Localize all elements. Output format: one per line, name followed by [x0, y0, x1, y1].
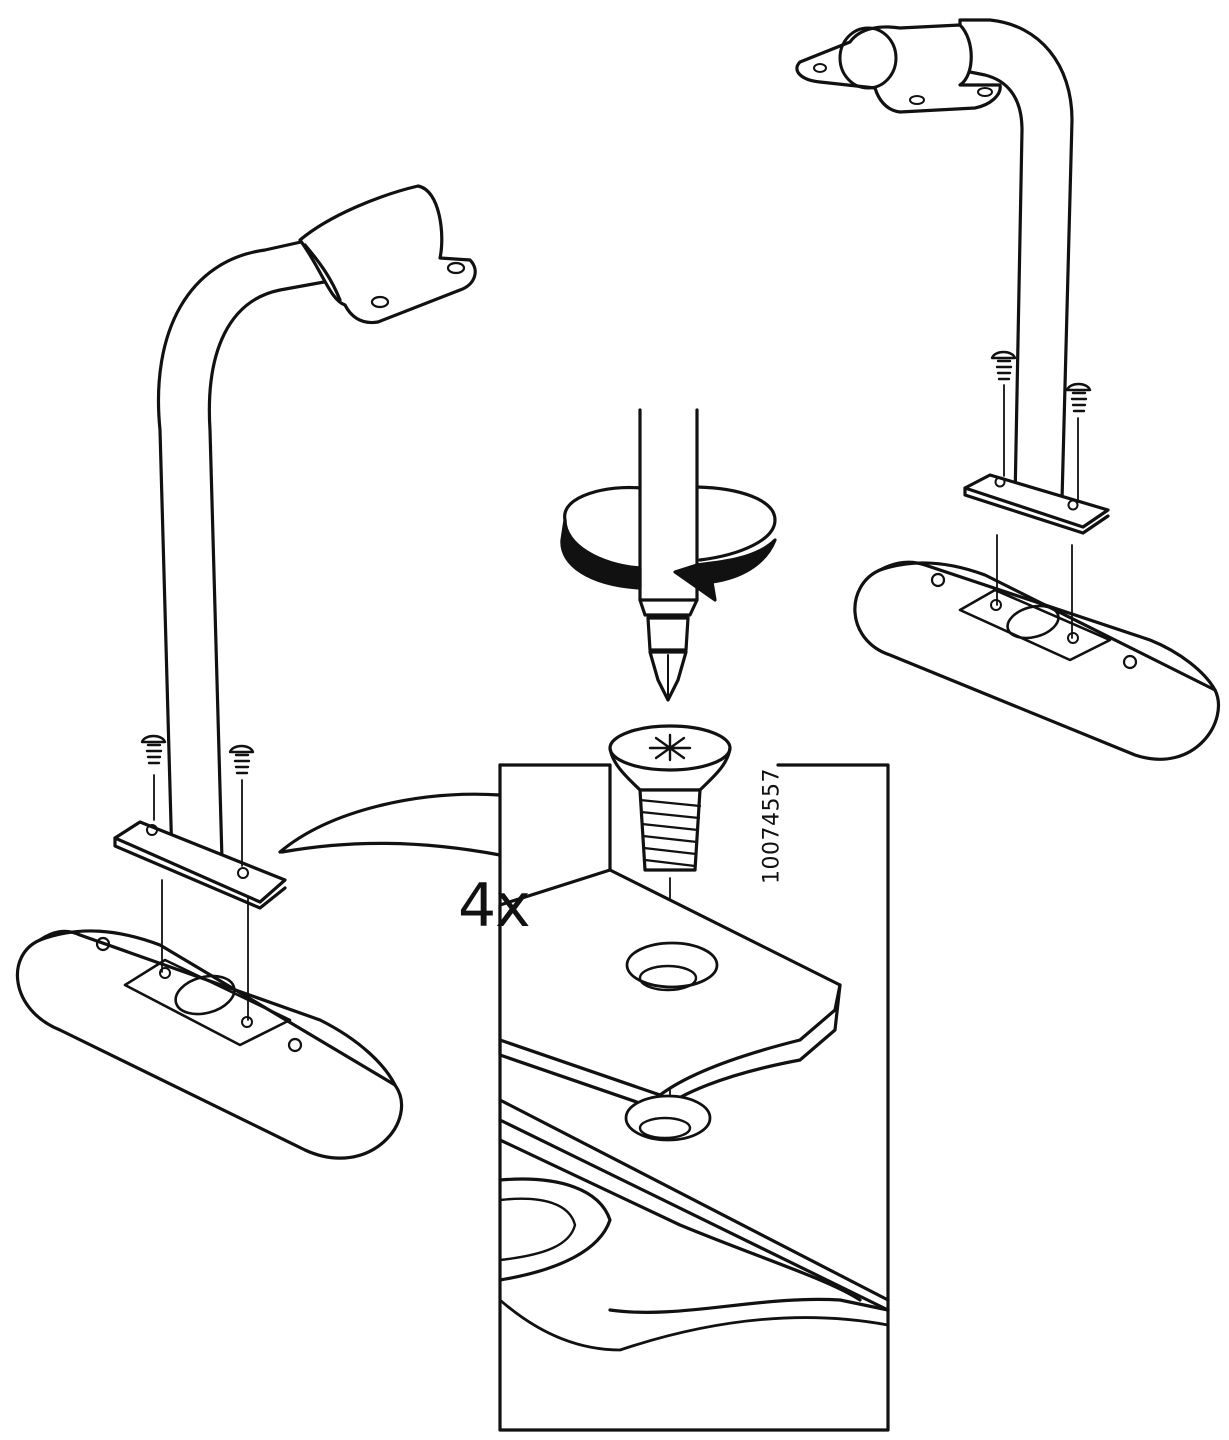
right-leg-tube: [795, 18, 1074, 502]
zoomed-plate-detail: [498, 868, 842, 1112]
left-mounting-plate: [113, 820, 287, 910]
right-mounting-plate: [963, 473, 1110, 535]
left-foot-base: [15, 929, 403, 1160]
clockwise-rotation-arrow-icon: [560, 485, 777, 602]
quantity-label: 4x: [458, 871, 531, 941]
right-screw-pair: [990, 350, 1092, 639]
right-foot-base: [853, 560, 1221, 761]
left-screw-pair: [140, 734, 255, 1021]
screwdriver-icon: [638, 408, 699, 702]
detail-callout-frame: [498, 763, 890, 1432]
part-number-text: 10074557: [759, 768, 785, 884]
left-leg-tube: [156, 184, 477, 862]
part-number-label: 10074557: [759, 766, 785, 886]
zoomed-base-detail: [498, 1094, 890, 1352]
